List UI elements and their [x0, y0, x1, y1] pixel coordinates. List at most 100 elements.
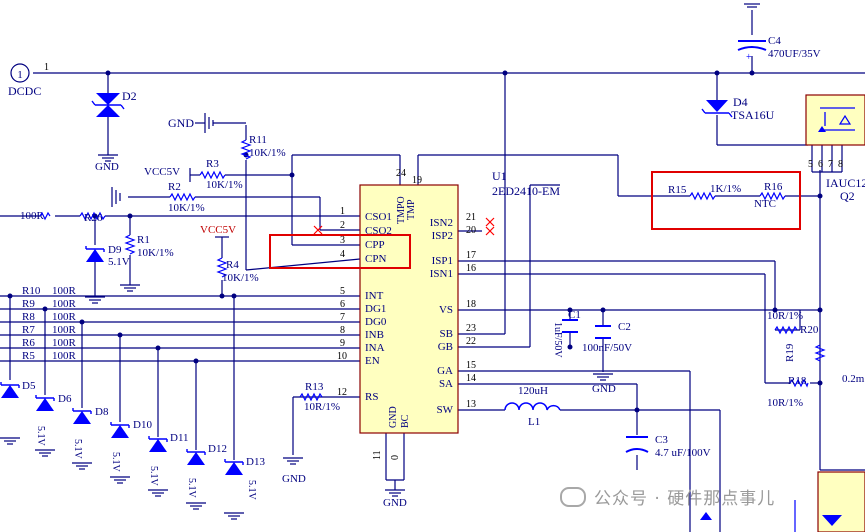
wechat-icon — [560, 487, 586, 507]
pin-15-num: 15 — [466, 360, 476, 371]
d10-value: 5.1V — [110, 452, 121, 473]
pin-4-num: 4 — [340, 249, 345, 260]
pin-6-num: 6 — [340, 299, 345, 310]
d12-value: 5.1V — [186, 478, 197, 499]
partial-bottom-right — [700, 471, 865, 532]
r10-value: 100R — [52, 285, 77, 297]
r6-label: R6 — [22, 337, 35, 349]
r13-value: 10R/1% — [304, 401, 340, 413]
r9-label: R9 — [22, 298, 35, 310]
dcdc-connector: 1 DCDC 1 — [8, 62, 49, 98]
r20-label: R20 — [800, 324, 819, 336]
pin-ga-name: GA — [437, 365, 453, 377]
resistor-r2: R2 10K/1% — [111, 181, 205, 214]
r5-value: 100R — [52, 350, 77, 362]
c1-value: 1uF/50V — [552, 322, 563, 358]
pin-inb-name: INB — [365, 329, 384, 341]
pin-1-num: 1 — [340, 206, 345, 217]
l1-value: 120uH — [518, 385, 548, 397]
capacitor-c1: C1 1uF/50V — [552, 309, 581, 358]
r6-value: 100R — [52, 337, 77, 349]
pin-17-num: 17 — [466, 250, 476, 261]
r20-value: 10R/1% — [767, 310, 803, 322]
d8-label: D8 — [95, 406, 109, 418]
connector-pin: 1 — [44, 62, 49, 73]
ic-u1: U1 2ED2410-EM 24 19 TMPO TMP 11 0 GND BC… — [313, 168, 560, 460]
tvs-d5: D5 — [0, 380, 36, 445]
no-connect-markers — [313, 217, 495, 236]
d10-label: D10 — [133, 419, 152, 431]
q2-part: IAUC12 — [826, 176, 865, 190]
resistor-r13: R13 10R/1% GND — [282, 381, 340, 485]
c3-label: C3 — [655, 434, 668, 446]
pin-int-name: INT — [365, 290, 384, 302]
r13-label: R13 — [305, 381, 324, 393]
pin-vs-name: VS — [439, 304, 453, 316]
d9-label: D9 — [108, 244, 122, 256]
gnd-label-r13: GND — [282, 473, 306, 485]
d4-value: TSA16U — [731, 108, 775, 122]
d11-value: 5.1V — [148, 466, 159, 487]
resistor-r4: VCC5V R4 10K/1% — [200, 224, 259, 284]
thermistor-r16: R16 NTC — [754, 181, 786, 210]
pin-gb-name: GB — [438, 341, 453, 353]
r19-label: R19 — [784, 343, 796, 362]
input-resistors: R10 100R R9 100R R8 100R R7 100R R6 100R… — [22, 285, 77, 362]
d4-label: D4 — [733, 95, 748, 109]
ic-body — [359, 184, 459, 434]
resistor-r11: R11 10K/1% — [240, 134, 286, 160]
pin-23-num: 23 — [466, 323, 476, 334]
gnd-label-ic: GND — [383, 497, 407, 509]
connector-net: DCDC — [8, 84, 41, 98]
pin-dg1-name: DG1 — [365, 303, 386, 315]
gnd-ic: GND — [383, 480, 407, 509]
pin-24-name: TMPO — [396, 196, 407, 224]
shunt-value: 0.2m — [842, 373, 865, 385]
svg-text:+: + — [746, 52, 752, 63]
pin-cso1-name: CSO1 — [365, 211, 392, 223]
c1-label: C1 — [568, 309, 581, 321]
vcc-label-r4: VCC5V — [200, 224, 236, 236]
pin-sa-name: SA — [439, 378, 453, 390]
r4-value: 10K/1% — [222, 272, 259, 284]
ic-ref: U1 — [492, 169, 507, 183]
tvs-d8: D8 5.1V — [71, 406, 109, 470]
resistor-r1: R1 10K/1% — [119, 234, 174, 292]
resistor-r20: 10R/1% R20 — [767, 310, 819, 336]
tvs-diode-d4: D4 TSA16U — [701, 95, 775, 122]
d12-label: D12 — [208, 443, 227, 455]
c2-label: C2 — [618, 321, 631, 333]
tvs-d10: D10 5.1V — [109, 419, 152, 484]
r2-value: 10K/1% — [168, 202, 205, 214]
d11-label: D11 — [170, 432, 189, 444]
ic-part: 2ED2410-EM — [492, 184, 560, 198]
resistor-r18: R18 10R/1% — [767, 375, 809, 409]
pin-22-num: 22 — [466, 336, 476, 347]
r18-value: 10R/1% — [767, 397, 803, 409]
pin-3-num: 3 — [340, 235, 345, 246]
highlight-cpp-cpn — [269, 234, 411, 269]
r8-value: 100R — [52, 311, 77, 323]
r7-label: R7 — [22, 324, 35, 336]
pin-20-num: 20 — [466, 225, 476, 236]
r5-label: R5 — [22, 350, 35, 362]
pin-7-num: 7 — [340, 312, 345, 323]
pin-isp2-name: ISP2 — [432, 230, 453, 242]
tvs-array: D5 D6 5.1V D8 5.1V D10 5.1V D11 5.1V D12… — [0, 380, 265, 520]
pin-cpn-name: CPN — [365, 253, 386, 265]
l1-label: L1 — [528, 416, 540, 428]
resistor-r3: VCC5V R3 10K/1% — [144, 158, 243, 191]
pin-14-num: 14 — [466, 373, 476, 384]
pin-en-name: EN — [365, 355, 380, 367]
pin-sb-name: SB — [440, 328, 453, 340]
d13-value: 5.1V — [246, 480, 257, 501]
r2-label: R2 — [168, 181, 181, 193]
d6-label: D6 — [58, 393, 72, 405]
watermark: 公众号 · 硬件那点事儿 — [560, 484, 775, 509]
tvs-diode-d2: D2 GND — [91, 89, 137, 173]
watermark-text: 公众号 · 硬件那点事儿 — [594, 489, 776, 509]
gnd-label-c2: GND — [592, 383, 616, 395]
r26-label: R26 — [84, 212, 103, 224]
gnd-label-r11: GND — [168, 116, 194, 130]
